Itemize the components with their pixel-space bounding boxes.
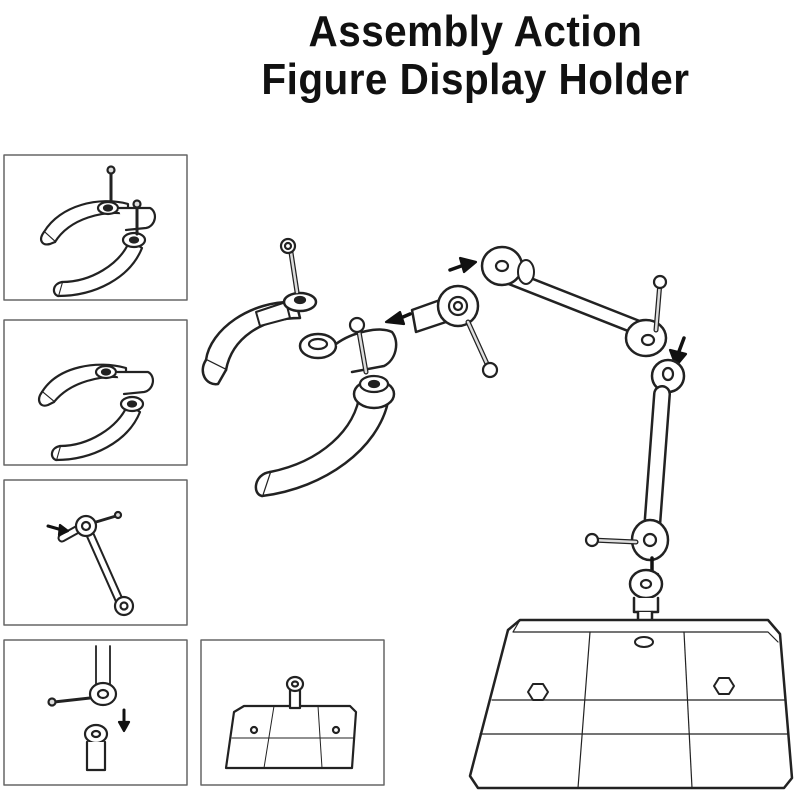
main-claw-upper [201,237,318,386]
main-base-plate [468,618,794,790]
page-title: Assembly Action Figure Display Holder [38,8,775,104]
main-claw-lower [254,316,398,498]
step-3-arm [46,510,135,617]
step-4-joint [47,645,131,772]
main-upper-arm [480,245,688,368]
title-line-2: Figure Display Holder [261,55,690,104]
arrow-upper-arm [448,256,478,274]
title-line-1: Assembly Action [308,7,643,56]
main-lower-arm [584,358,686,588]
step-1-claw [40,165,156,298]
step-5-base [224,675,358,770]
step-2-claw [38,363,154,462]
main-connector [384,284,499,379]
